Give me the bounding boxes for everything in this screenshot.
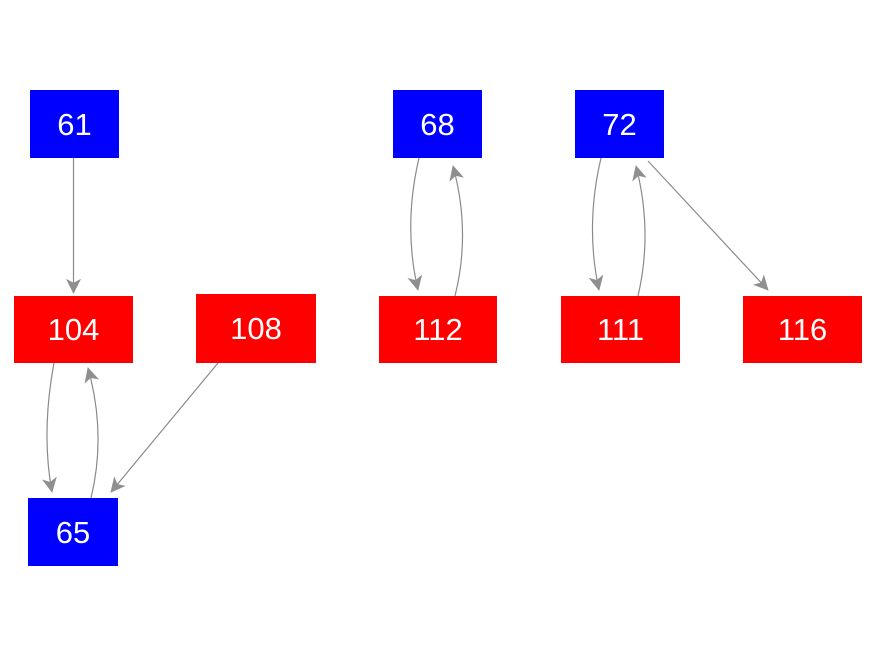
edge-68-to-112 — [407, 157, 423, 291]
graph-node-72[interactable]: 72 — [575, 90, 664, 158]
edge-104-to-65 — [42, 362, 57, 493]
edges-group — [42, 157, 769, 499]
node-label: 116 — [777, 312, 828, 347]
node-label: 108 — [230, 311, 282, 346]
edge-111-to-72 — [632, 165, 647, 297]
graph-node-65[interactable]: 65 — [28, 498, 118, 566]
graph-node-112[interactable]: 112 — [379, 296, 497, 363]
edge-72-to-116 — [647, 160, 769, 291]
graph-node-61[interactable]: 61 — [30, 90, 119, 158]
graph-node-104[interactable]: 104 — [14, 296, 133, 363]
node-label: 68 — [420, 106, 455, 142]
edge-112-to-68 — [449, 165, 464, 297]
node-label: 72 — [602, 106, 637, 142]
node-label: 104 — [47, 312, 100, 347]
edge-65-to-104 — [84, 367, 100, 499]
graph-node-111[interactable]: 111 — [561, 296, 680, 363]
node-label: 65 — [55, 514, 91, 550]
node-label: 111 — [596, 312, 645, 347]
edge-72-to-111 — [588, 157, 604, 291]
node-label: 112 — [413, 312, 463, 347]
node-label: 61 — [57, 106, 92, 142]
edge-108-to-65 — [110, 362, 219, 493]
graph-node-108[interactable]: 108 — [196, 294, 316, 363]
graph-node-116[interactable]: 116 — [743, 296, 862, 363]
graph-node-68[interactable]: 68 — [393, 90, 482, 158]
